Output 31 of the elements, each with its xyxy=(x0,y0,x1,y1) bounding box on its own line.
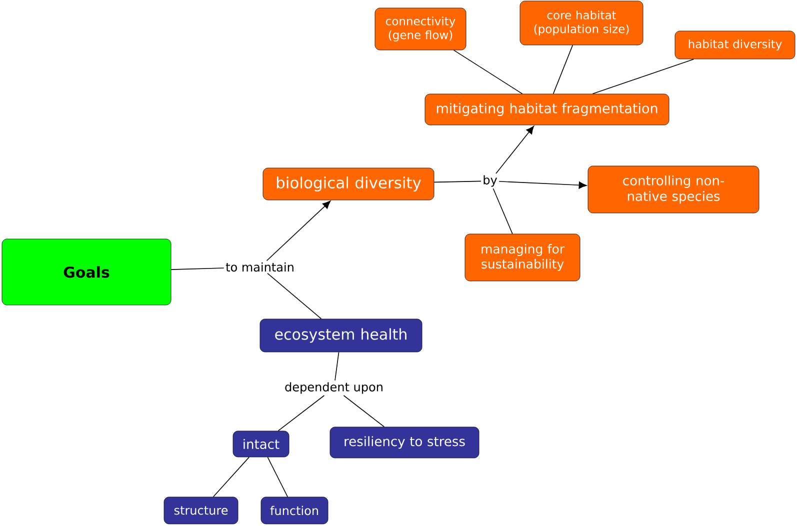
linking-phrase: to maintain xyxy=(224,260,296,274)
connector-line xyxy=(278,395,325,432)
goal-box: Goals xyxy=(2,238,172,306)
concept-box: mitigating habitat fragmentation xyxy=(424,94,670,126)
concept-box: intact xyxy=(232,430,290,458)
concept-box: biological diversity xyxy=(262,168,434,200)
concept-box: function xyxy=(260,496,328,524)
connector-line xyxy=(267,456,288,498)
linking-phrase: dependent upon xyxy=(283,380,385,396)
concept-box: structure xyxy=(164,496,238,524)
arrow xyxy=(498,181,587,189)
concept-box: habitat diversity xyxy=(674,30,796,60)
arrow xyxy=(496,126,534,174)
concept-box: ecosystem health xyxy=(260,318,422,352)
connector-line xyxy=(453,50,523,94)
connector-line xyxy=(343,395,385,428)
connector-line xyxy=(492,188,513,234)
concept-box: managing for sustainability xyxy=(464,234,580,282)
concept-box: resiliency to stress xyxy=(330,426,480,458)
connector-line xyxy=(434,180,482,183)
connector-line xyxy=(552,44,574,94)
connector-line xyxy=(267,272,322,320)
concept-box: core habitat (population size) xyxy=(520,0,644,46)
arrow xyxy=(266,200,331,262)
connector-line xyxy=(592,58,694,94)
connector-line xyxy=(212,456,250,498)
linking-phrase: by xyxy=(481,174,499,188)
connector-line xyxy=(170,268,224,270)
connector-line xyxy=(334,352,340,381)
concept-box: connectivity (gene flow) xyxy=(374,8,466,50)
concept-box: controlling non-native species xyxy=(588,166,760,214)
